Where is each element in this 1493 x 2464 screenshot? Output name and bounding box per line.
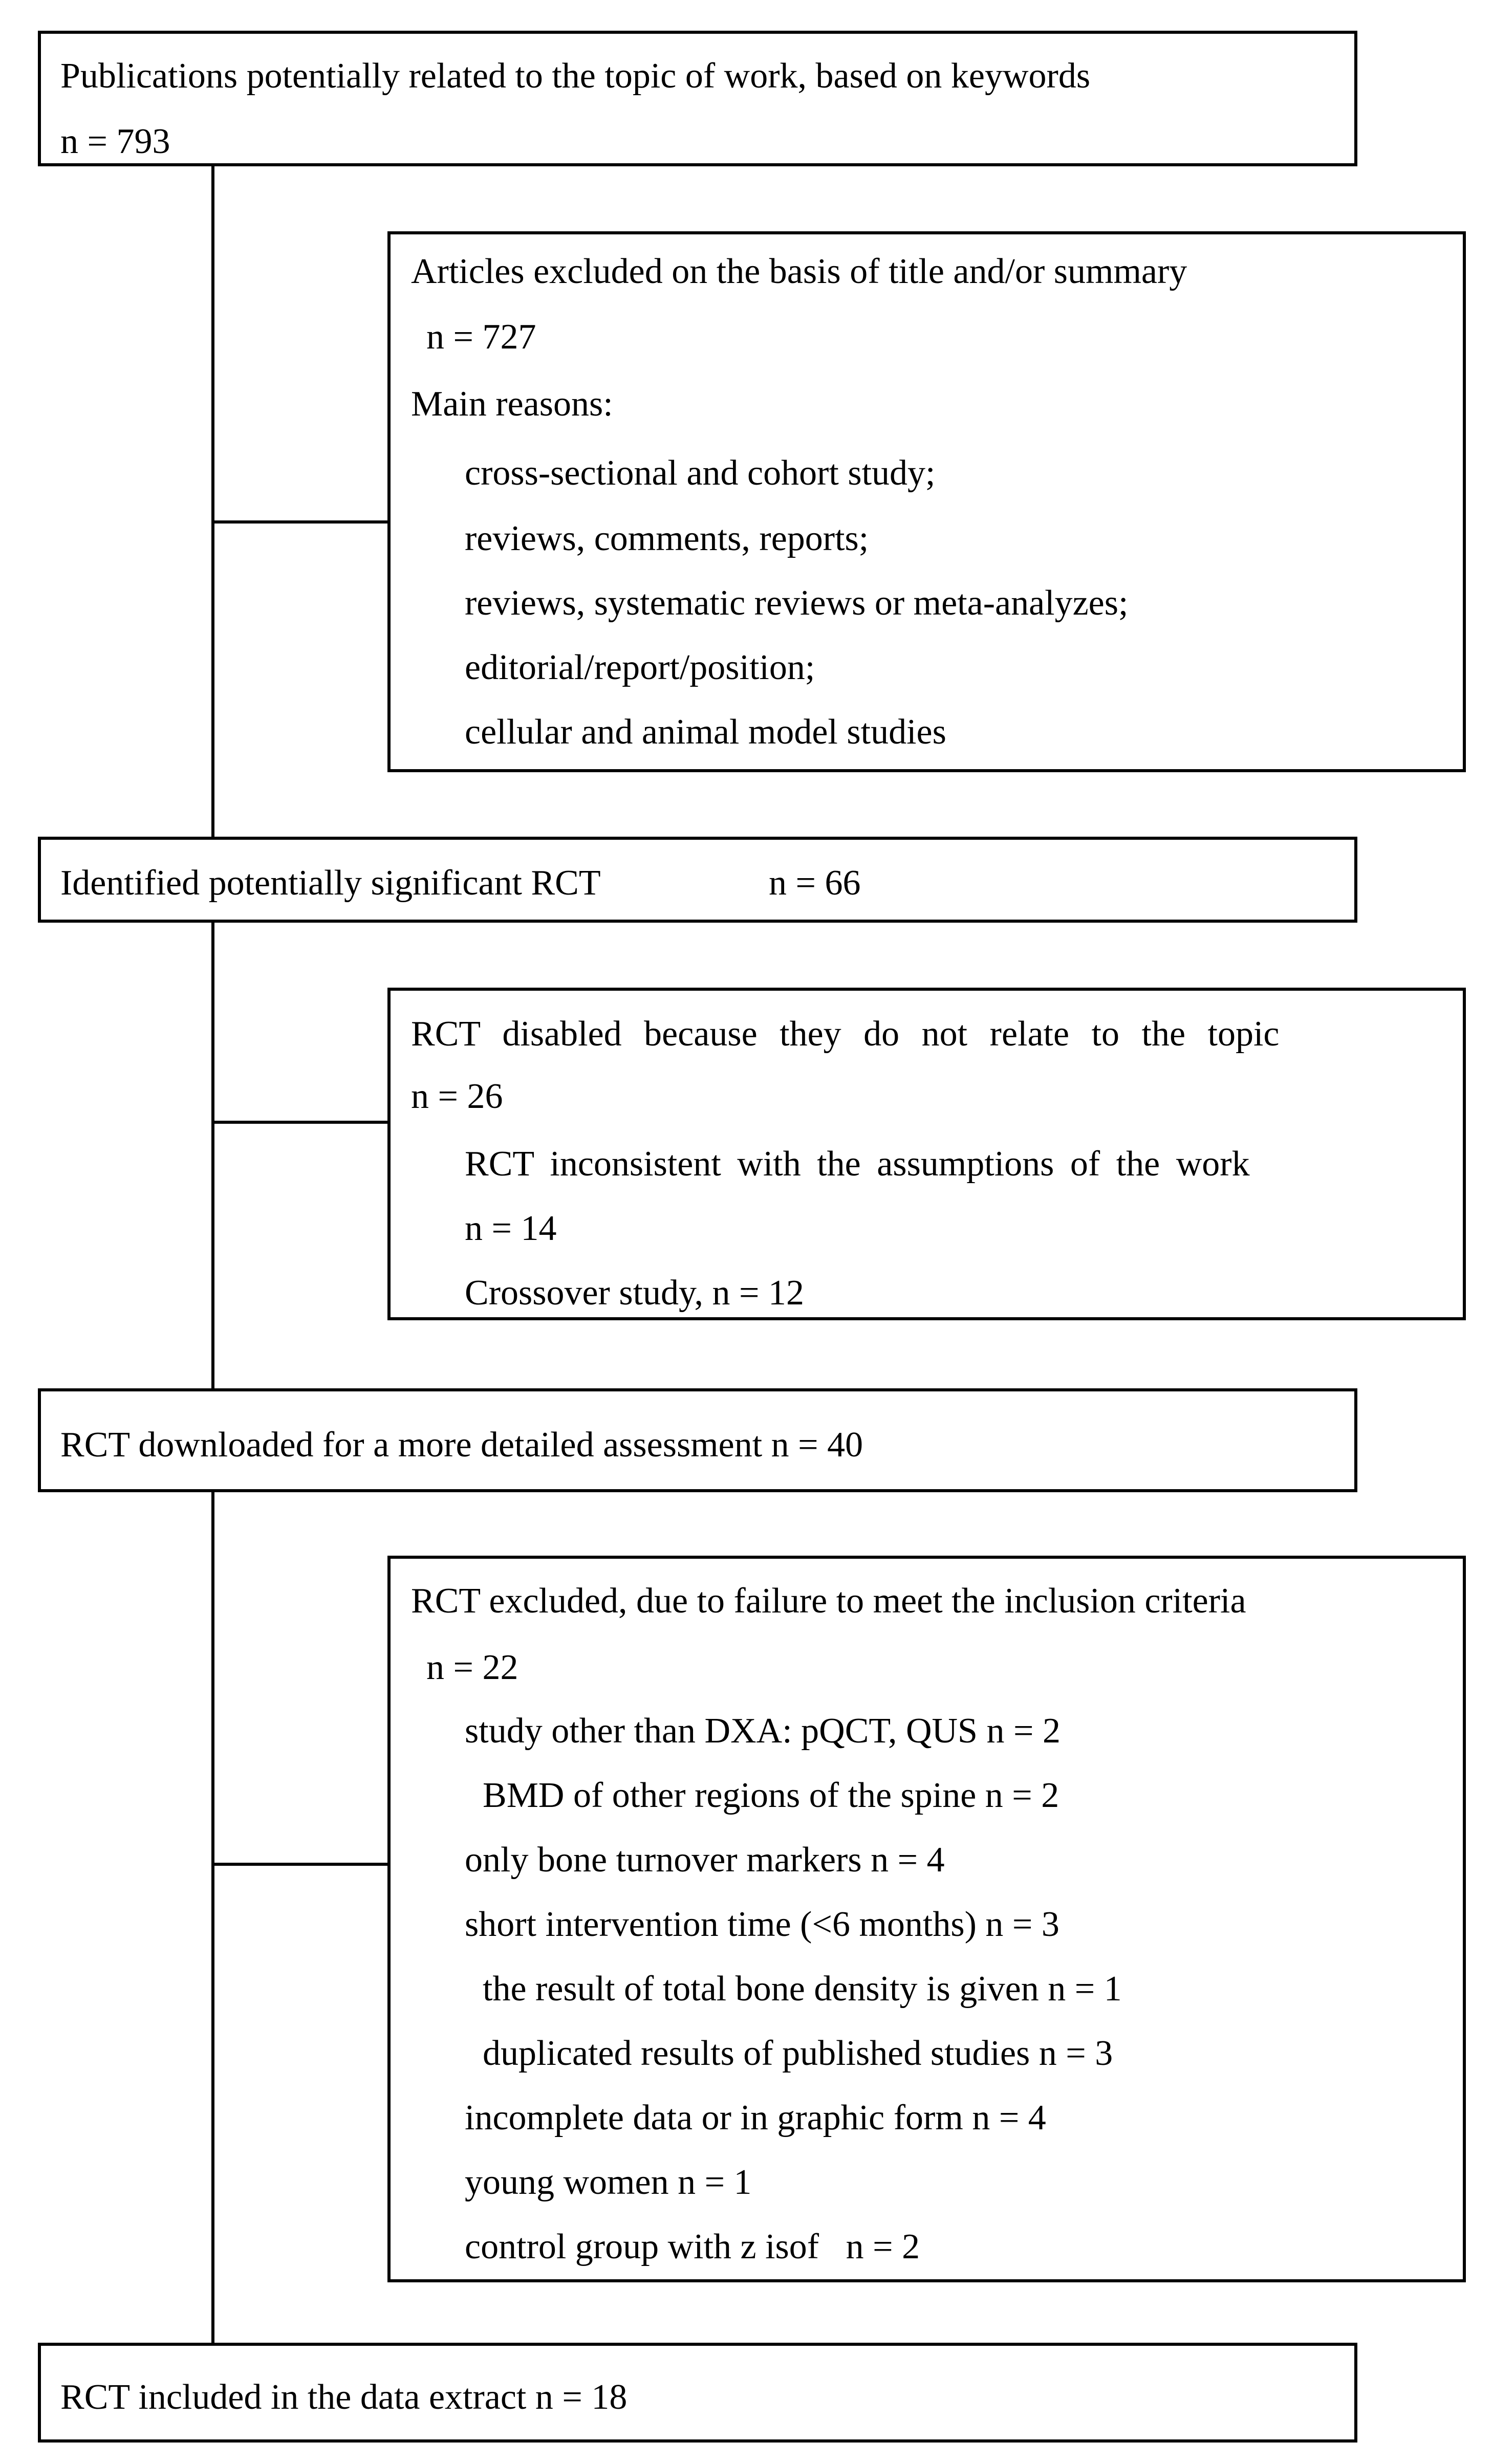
main-connector-1 — [211, 164, 214, 837]
excluded-title-box: Articles excluded on the basis of title … — [387, 231, 1466, 772]
inconsistent-label: RCT inconsistent with the assumptions of… — [465, 1144, 1250, 1184]
publications-box: Publications potentially related to the … — [38, 31, 1357, 166]
criteria-item: study other than DXA: pQCT, QUS n = 2 — [465, 1711, 1061, 1751]
publications-label: Publications potentially related to the … — [60, 56, 1091, 96]
downloaded-rct-label: RCT downloaded for a more detailed asses… — [60, 1425, 863, 1465]
criteria-item: the result of total bone density is give… — [483, 1969, 1122, 2009]
criteria-item: incomplete data or in graphic form n = 4 — [465, 2098, 1046, 2138]
reason-item: reviews, comments, reports; — [465, 519, 869, 558]
branch-connector-disabled — [211, 1121, 389, 1124]
excluded-criteria-label: RCT excluded, due to failure to meet the… — [411, 1581, 1246, 1621]
criteria-item: BMD of other regions of the spine n = 2 — [483, 1776, 1059, 1815]
reason-item: reviews, systematic reviews or meta-anal… — [465, 583, 1129, 623]
disabled-rct-label: RCT disabled because they do not relate … — [411, 1014, 1280, 1054]
criteria-item: only bone turnover markers n = 4 — [465, 1840, 945, 1880]
identified-rct-box: Identified potentially significant RCT n… — [38, 837, 1357, 923]
included-rct-box: RCT included in the data extract n = 18 — [38, 2343, 1357, 2443]
criteria-item: short intervention time (<6 months) n = … — [465, 1905, 1059, 1944]
disabled-rct-count: n = 26 — [411, 1077, 503, 1116]
reason-item: cellular and animal model studies — [465, 712, 946, 752]
branch-connector-excluded-criteria — [211, 1863, 389, 1866]
downloaded-rct-box: RCT downloaded for a more detailed asses… — [38, 1388, 1357, 1492]
publications-count: n = 793 — [60, 122, 170, 161]
disabled-rct-box: RCT disabled because they do not relate … — [387, 988, 1466, 1320]
criteria-item: control group with z isof n = 2 — [465, 2227, 920, 2266]
excluded-criteria-box: RCT excluded, due to failure to meet the… — [387, 1556, 1466, 2282]
identified-rct-label: Identified potentially significant RCT — [60, 863, 601, 903]
inconsistent-count: n = 14 — [465, 1209, 557, 1248]
criteria-item: duplicated results of published studies … — [483, 2034, 1113, 2073]
branch-connector-excluded-title — [211, 520, 389, 524]
excluded-title-label: Articles excluded on the basis of title … — [411, 252, 1187, 291]
main-connector-2 — [211, 920, 214, 1388]
crossover-label: Crossover study, n = 12 — [465, 1273, 804, 1313]
included-rct-label: RCT included in the data extract n = 18 — [60, 2378, 628, 2417]
identified-rct-count: n = 66 — [769, 863, 861, 903]
main-connector-3 — [211, 1489, 214, 2343]
reason-item: cross-sectional and cohort study; — [465, 453, 936, 493]
excluded-title-count: n = 727 — [426, 317, 536, 357]
reason-item: editorial/report/position; — [465, 648, 815, 687]
criteria-item: young women n = 1 — [465, 2163, 752, 2202]
main-reasons-label: Main reasons: — [411, 384, 613, 424]
excluded-criteria-count: n = 22 — [426, 1648, 518, 1687]
